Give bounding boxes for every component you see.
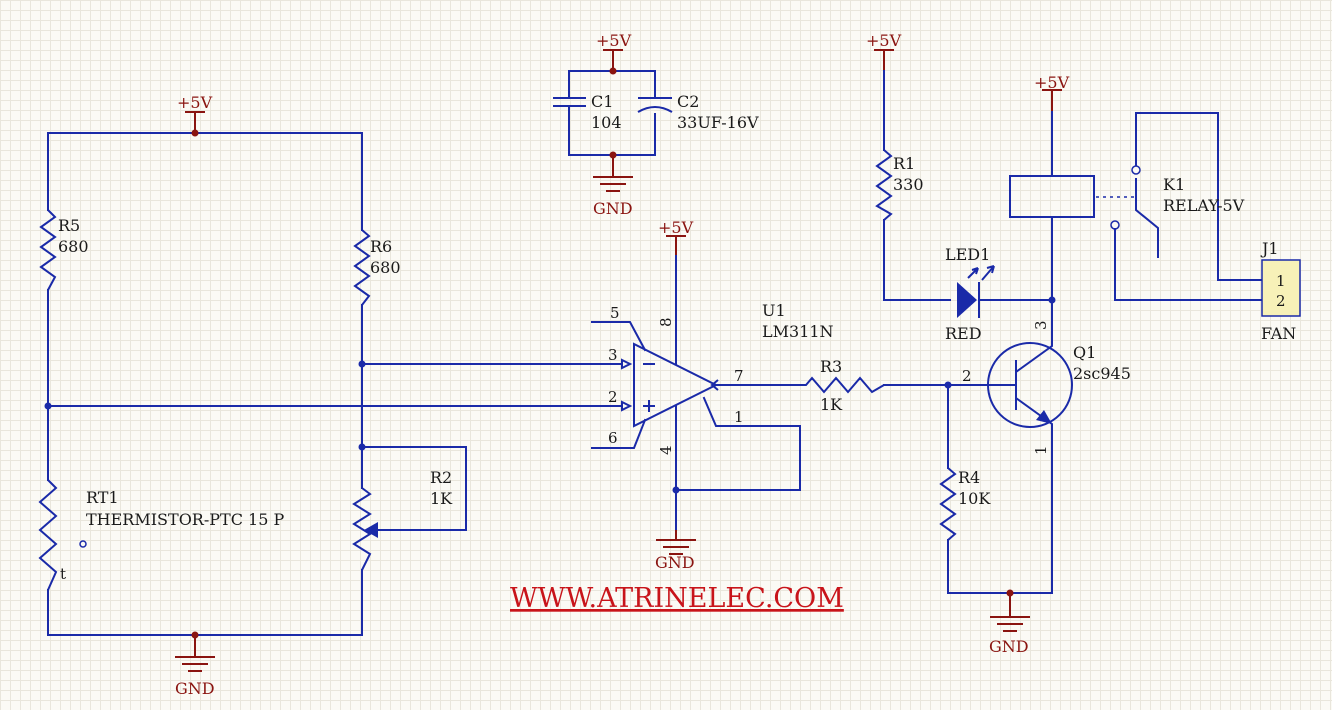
c2-value: 33UF-16V [677, 113, 759, 132]
led1-value: RED [945, 324, 982, 343]
gnd-right-label: GND [989, 637, 1029, 656]
website-watermark[interactable]: WWW.ATRINELEC.COM [510, 583, 844, 614]
vcc-label: +5V [177, 93, 213, 112]
vcc-relay-label: +5V [1034, 73, 1070, 92]
r2-designator: R2 [430, 468, 452, 487]
q1-pin-2: 2 [962, 367, 972, 385]
u1-value: LM311N [762, 322, 834, 341]
resistor-r6: R6 680 [353, 229, 401, 306]
gnd-cap-label: GND [593, 199, 633, 218]
comparator-u1: 5 8 3 2 6 4 7 1 U1 LM311N +5V GND [591, 218, 834, 572]
vcc-r1-label: +5V [866, 31, 902, 50]
vcc-cap-label: +5V [596, 31, 632, 50]
r1-designator: R1 [893, 154, 915, 173]
resistor-r3: R3 1K [790, 357, 949, 414]
q1-pin-1: 1 [1032, 445, 1050, 455]
r5-designator: R5 [58, 216, 80, 235]
q1-designator: Q1 [1073, 343, 1096, 362]
resistor-r4: R4 10K [939, 384, 1053, 594]
r5-value: 680 [58, 237, 89, 256]
rt1-temp-mark: t [60, 565, 66, 583]
c1-value: 104 [591, 113, 622, 132]
j1-pin-1: 1 [1276, 272, 1286, 290]
gnd-bridge: GND [175, 631, 215, 698]
resistor-r5: R5 680 [39, 209, 89, 291]
j1-designator: J1 [1260, 239, 1279, 258]
r3-designator: R3 [820, 357, 842, 376]
gnd-label: GND [175, 679, 215, 698]
gnd-right: GND [989, 589, 1030, 656]
c1-designator: C1 [591, 92, 613, 111]
bridge-wiring [47, 132, 623, 636]
u1-pin-4: 4 [657, 445, 675, 455]
r6-value: 680 [370, 258, 401, 277]
vcc-bridge: +5V [177, 93, 213, 137]
k1-value: RELAY-5V [1163, 196, 1245, 215]
rt1-value: THERMISTOR-PTC 15 P [86, 510, 284, 529]
u1-designator: U1 [762, 301, 786, 320]
u1-pin-6: 6 [608, 429, 618, 447]
c2-designator: C2 [677, 92, 699, 111]
led1-designator: LED1 [945, 245, 990, 264]
r6-designator: R6 [370, 237, 392, 256]
potentiometer-r2: R2 1K [352, 468, 453, 571]
vcc-u1-label: +5V [658, 218, 694, 237]
thermistor-rt1: RT1 THERMISTOR-PTC 15 P t [38, 479, 284, 591]
j1-pin-2: 2 [1276, 292, 1286, 310]
connector-j1: 1 2 J1 FAN [1260, 239, 1301, 343]
relay-k1: +5V K1 RELAY-5V [1009, 73, 1263, 301]
r2-value: 1K [430, 489, 453, 508]
u1-pin-1: 1 [734, 408, 744, 426]
r4-designator: R4 [958, 468, 980, 487]
q1-value: 2sc945 [1073, 364, 1131, 383]
u1-pin-7: 7 [734, 367, 744, 385]
led-led1: LED1 RED [945, 245, 1053, 343]
transistor-q1: 3 2 1 Q1 2sc945 [947, 300, 1131, 593]
r1-value: 330 [893, 175, 924, 194]
capacitor-bank: +5V GND C1 104 C2 33UF-16V [553, 31, 759, 218]
u1-pin-3: 3 [608, 346, 618, 364]
r3-value: 1K [820, 395, 843, 414]
u1-pin-8: 8 [657, 317, 675, 327]
gnd-u1-label: GND [655, 553, 695, 572]
u1-pin-2: 2 [608, 388, 618, 406]
q1-pin-3: 3 [1032, 320, 1050, 330]
j1-value: FAN [1261, 324, 1296, 343]
u1-pin-5: 5 [610, 304, 620, 322]
rt1-designator: RT1 [86, 488, 119, 507]
k1-designator: K1 [1163, 175, 1185, 194]
r4-value: 10K [958, 489, 991, 508]
resistor-r1: +5V R1 330 [866, 31, 951, 301]
